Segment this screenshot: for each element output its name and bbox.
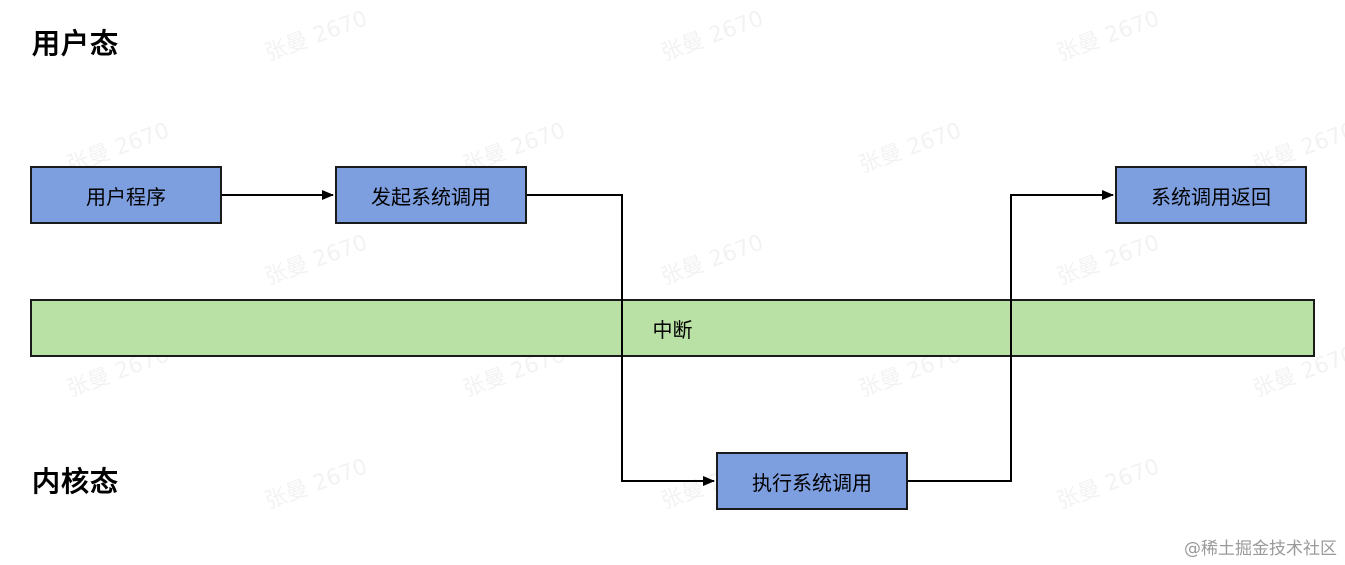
syscall-return-label: 系统调用返回	[1151, 184, 1271, 209]
syscall-return-box: 系统调用返回	[1115, 166, 1307, 224]
user-mode-label: 用户态	[32, 27, 120, 60]
watermark: 张曼 2670	[657, 230, 767, 291]
watermark: 张曼 2670	[1053, 6, 1163, 67]
user-program-box: 用户程序	[30, 166, 222, 224]
watermark: 张曼 2670	[1053, 230, 1163, 291]
kernel-mode-label: 内核态	[32, 465, 120, 498]
watermark: 张曼 2670	[657, 6, 767, 67]
source-credit: @稀土掘金技术社区	[1184, 539, 1337, 559]
execute-syscall-box: 执行系统调用	[716, 452, 908, 510]
watermark: 张曼 2670	[261, 454, 371, 515]
user-program-label: 用户程序	[86, 184, 166, 209]
interrupt-label: 中断	[652, 317, 693, 342]
watermark: 张曼 2670	[261, 6, 371, 67]
initiate-syscall-label: 发起系统调用	[371, 184, 491, 209]
execute-syscall-label: 执行系统调用	[752, 470, 872, 495]
interrupt-band: 中断	[30, 299, 1315, 357]
watermark: 张曼 2670	[261, 230, 371, 291]
watermark: 张曼 2670	[1053, 454, 1163, 515]
watermark: 张曼 2670	[855, 118, 965, 179]
initiate-syscall-box: 发起系统调用	[335, 166, 527, 224]
